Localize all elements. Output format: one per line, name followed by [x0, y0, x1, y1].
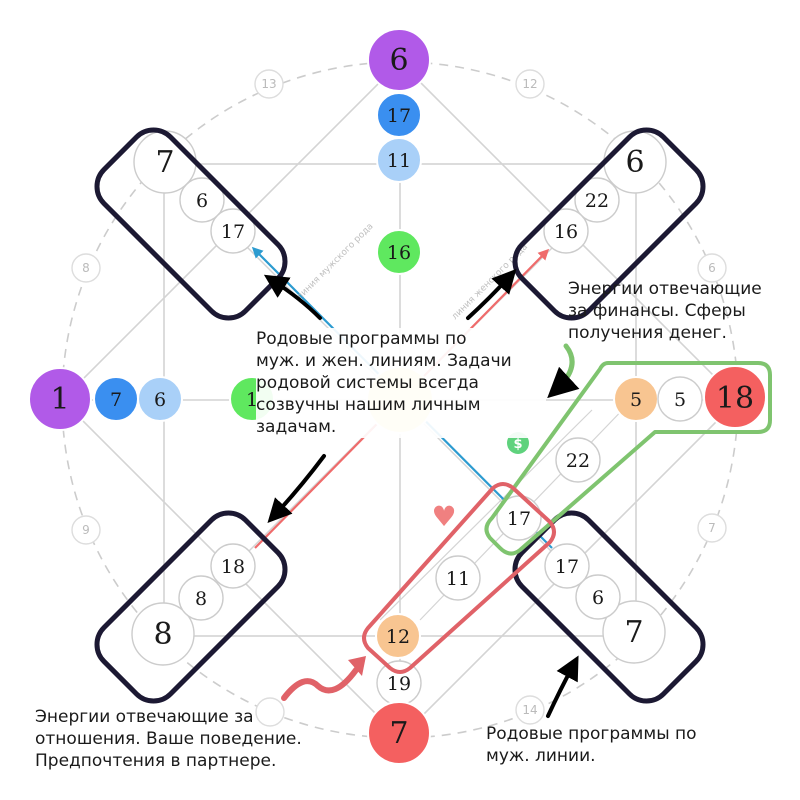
node-left-4: 1 [246, 389, 258, 411]
arrow-to-relations [281, 667, 359, 701]
frame-relations [362, 482, 556, 674]
node-top-3: 11 [387, 150, 411, 172]
age-mark-7: 7 [708, 521, 716, 535]
male-line-label: линия мужского рода [295, 222, 375, 302]
arrow-to-bottom-left [267, 454, 326, 524]
node-top-2: 17 [387, 105, 411, 127]
dollar-symbol: $ [513, 437, 522, 452]
node-top-4: 16 [387, 242, 411, 264]
age-mark-13: 13 [261, 77, 276, 91]
arrow-to-relations-head [348, 656, 366, 676]
node-right-3: 5 [674, 389, 686, 411]
node-tl-3: 17 [221, 221, 245, 243]
arrow-to-top-right [466, 268, 517, 320]
age-mark-14: 14 [522, 703, 537, 717]
node-tl-2: 6 [196, 190, 208, 212]
frame-finance [484, 361, 772, 556]
age-mark-9: 9 [82, 523, 90, 537]
frame-top-right [512, 127, 706, 321]
node-finance-1: 22 [566, 450, 590, 472]
node-bl-2: 8 [195, 588, 207, 610]
caption-family-programs: Родовые программы по муж. и жен. линиям.… [256, 328, 546, 438]
arrow-to-top-left [263, 274, 322, 320]
node-br-2: 6 [592, 587, 604, 609]
node-tr-1: 6 [625, 145, 644, 180]
age-mark-8: 8 [82, 261, 90, 275]
node-br-3: 17 [555, 556, 579, 578]
node-br-1: 7 [624, 615, 643, 650]
node-tr-2: 22 [585, 190, 609, 212]
caption-male-line: Родовые программы по муж. линии. [486, 724, 697, 766]
node-right-2: 5 [630, 389, 642, 411]
age-mark-12: 12 [522, 77, 537, 91]
node-tr-3: 16 [554, 221, 578, 243]
node-bottom-2: 19 [387, 673, 411, 695]
node-bl-3: 18 [221, 556, 245, 578]
caption-finance: Энергии отвечающие за финансы. Сферы пол… [568, 279, 762, 343]
node-left-2: 7 [110, 389, 122, 411]
node-tl-1: 7 [155, 145, 174, 180]
frame-bottom-left [94, 510, 288, 704]
frame-top-left [94, 127, 288, 321]
node-left: 1 [50, 382, 69, 417]
arrow-to-bottom-right [546, 655, 579, 718]
node-relations-1: 11 [446, 568, 470, 590]
money-line-b [379, 409, 593, 621]
node-bottom: 7 [389, 716, 408, 751]
node-left-3: 6 [154, 389, 166, 411]
node-right: 18 [716, 381, 754, 416]
heart-icon: ♥ [431, 500, 456, 533]
node-bottom-3: 12 [386, 626, 410, 648]
caption-relations: Энергии отвечающие за отношения. Ваше по… [35, 707, 302, 771]
node-finance-2: 17 [507, 508, 531, 530]
node-top: 6 [389, 43, 408, 78]
age-mark-6: 6 [708, 261, 716, 275]
arrow-to-finance [547, 343, 580, 399]
node-bl-1: 8 [153, 617, 172, 652]
